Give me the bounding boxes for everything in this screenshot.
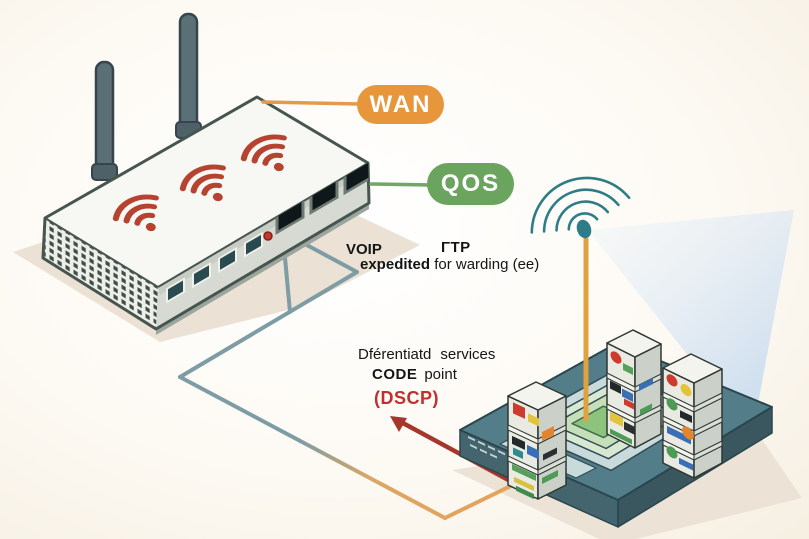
led-indicator xyxy=(263,231,273,241)
differentiated-word: Dférentiatd xyxy=(358,346,432,363)
voip-label: VOIP xyxy=(346,241,382,258)
services-word: services xyxy=(440,346,496,363)
status-chips xyxy=(512,402,539,500)
point-word: point xyxy=(424,366,457,383)
wan-connector-line xyxy=(261,100,362,106)
code-word: CODE xyxy=(372,366,418,383)
wifi-signal-icon xyxy=(179,164,226,202)
wifi-signal-icon xyxy=(112,194,159,232)
expedited-word: expedited xyxy=(360,256,431,273)
dscp-acronym-label: (DSCP) xyxy=(374,388,439,408)
qos-badge: QOS xyxy=(427,163,514,205)
status-chips xyxy=(639,377,653,416)
antenna-signal-icon xyxy=(530,176,631,239)
status-chips xyxy=(542,425,558,484)
server-tower-right xyxy=(662,353,723,479)
server-tower-middle xyxy=(606,329,662,449)
qos-connector-line xyxy=(369,182,434,187)
ftp-label: ΓTP xyxy=(441,239,471,256)
signal-beam xyxy=(588,210,794,436)
router-illustration xyxy=(41,12,371,335)
server-tower-left xyxy=(507,381,567,500)
wan-badge: WAN xyxy=(357,85,444,124)
router-antenna-right xyxy=(175,12,202,139)
dscp-arrow xyxy=(390,416,515,485)
status-chips xyxy=(666,374,694,471)
expedited-forwarding-label: expedited for warding (ee) xyxy=(360,256,539,273)
platform-edge-markings xyxy=(468,436,505,459)
differentiated-services-line: Dférentiatd services xyxy=(358,346,495,363)
code-point-line: CODE point xyxy=(372,366,457,383)
status-chips xyxy=(610,351,635,445)
router-antenna-left xyxy=(91,60,118,181)
forwarding-word: for warding (ee) xyxy=(434,256,540,273)
wifi-signal-icon xyxy=(240,134,287,172)
